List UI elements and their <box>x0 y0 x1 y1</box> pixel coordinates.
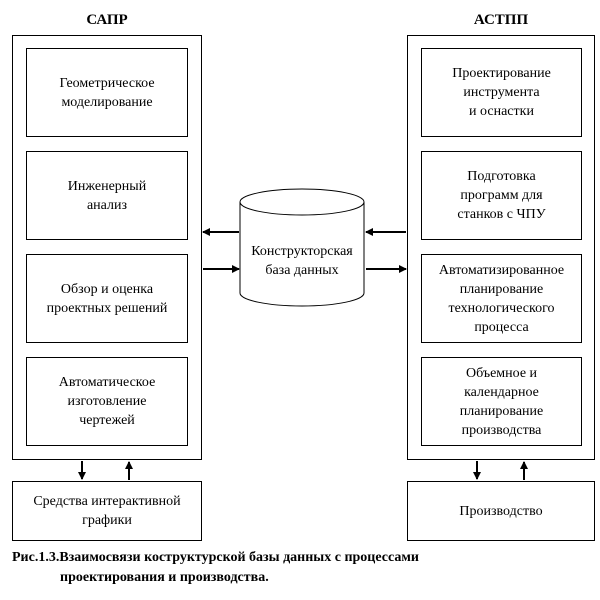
right-item-label: Объемное и календарное планирование прои… <box>459 365 544 438</box>
left-item-label: Автоматическое изготовление чертежей <box>58 375 156 428</box>
right-item-box: Подготовка программ для станков с ЧПУ <box>421 151 582 240</box>
right-item-box: Объемное и календарное планирование прои… <box>421 357 582 446</box>
interactive-graphics-label: Средства интерактивной графики <box>33 494 181 528</box>
caption-line-1: Рис.1.3.Взаимосвязи коструктурской базы … <box>12 550 419 565</box>
right-item-label: Подготовка программ для станков с ЧПУ <box>457 169 546 222</box>
right-column-title: АСТПП <box>473 12 529 28</box>
right-item-box: Проектирование инструмента и оснастки <box>421 48 582 137</box>
left-item-box: Инженерный анализ <box>26 151 188 240</box>
left-item-label: Обзор и оценка проектных решений <box>46 281 168 316</box>
left-item-label: Инженерный анализ <box>67 178 147 213</box>
left-item-box: Автоматическое изготовление чертежей <box>26 357 188 446</box>
interactive-graphics-box: Средства интерактивной графики <box>12 481 202 541</box>
right-item-label: Автоматизированное планирование технолог… <box>438 262 565 335</box>
caption-line-2: проектирования и производства. <box>60 570 269 585</box>
database-cylinder <box>239 188 365 307</box>
left-item-box: Обзор и оценка проектных решений <box>26 254 188 343</box>
production-label: Производство <box>459 503 543 519</box>
left-item-box: Геометрическое моделирование <box>26 48 188 137</box>
left-item-label: Геометрическое моделирование <box>59 75 155 110</box>
database-label: Конструкторская база данных <box>251 244 353 278</box>
figure-caption: Рис.1.3.Взаимосвязи коструктурской базы … <box>12 548 419 588</box>
right-item-box: Автоматизированное планирование технолог… <box>421 254 582 343</box>
left-column-title: САПР <box>86 12 128 28</box>
right-item-label: Проектирование инструмента и оснастки <box>452 66 551 119</box>
production-box: Производство <box>407 481 595 541</box>
